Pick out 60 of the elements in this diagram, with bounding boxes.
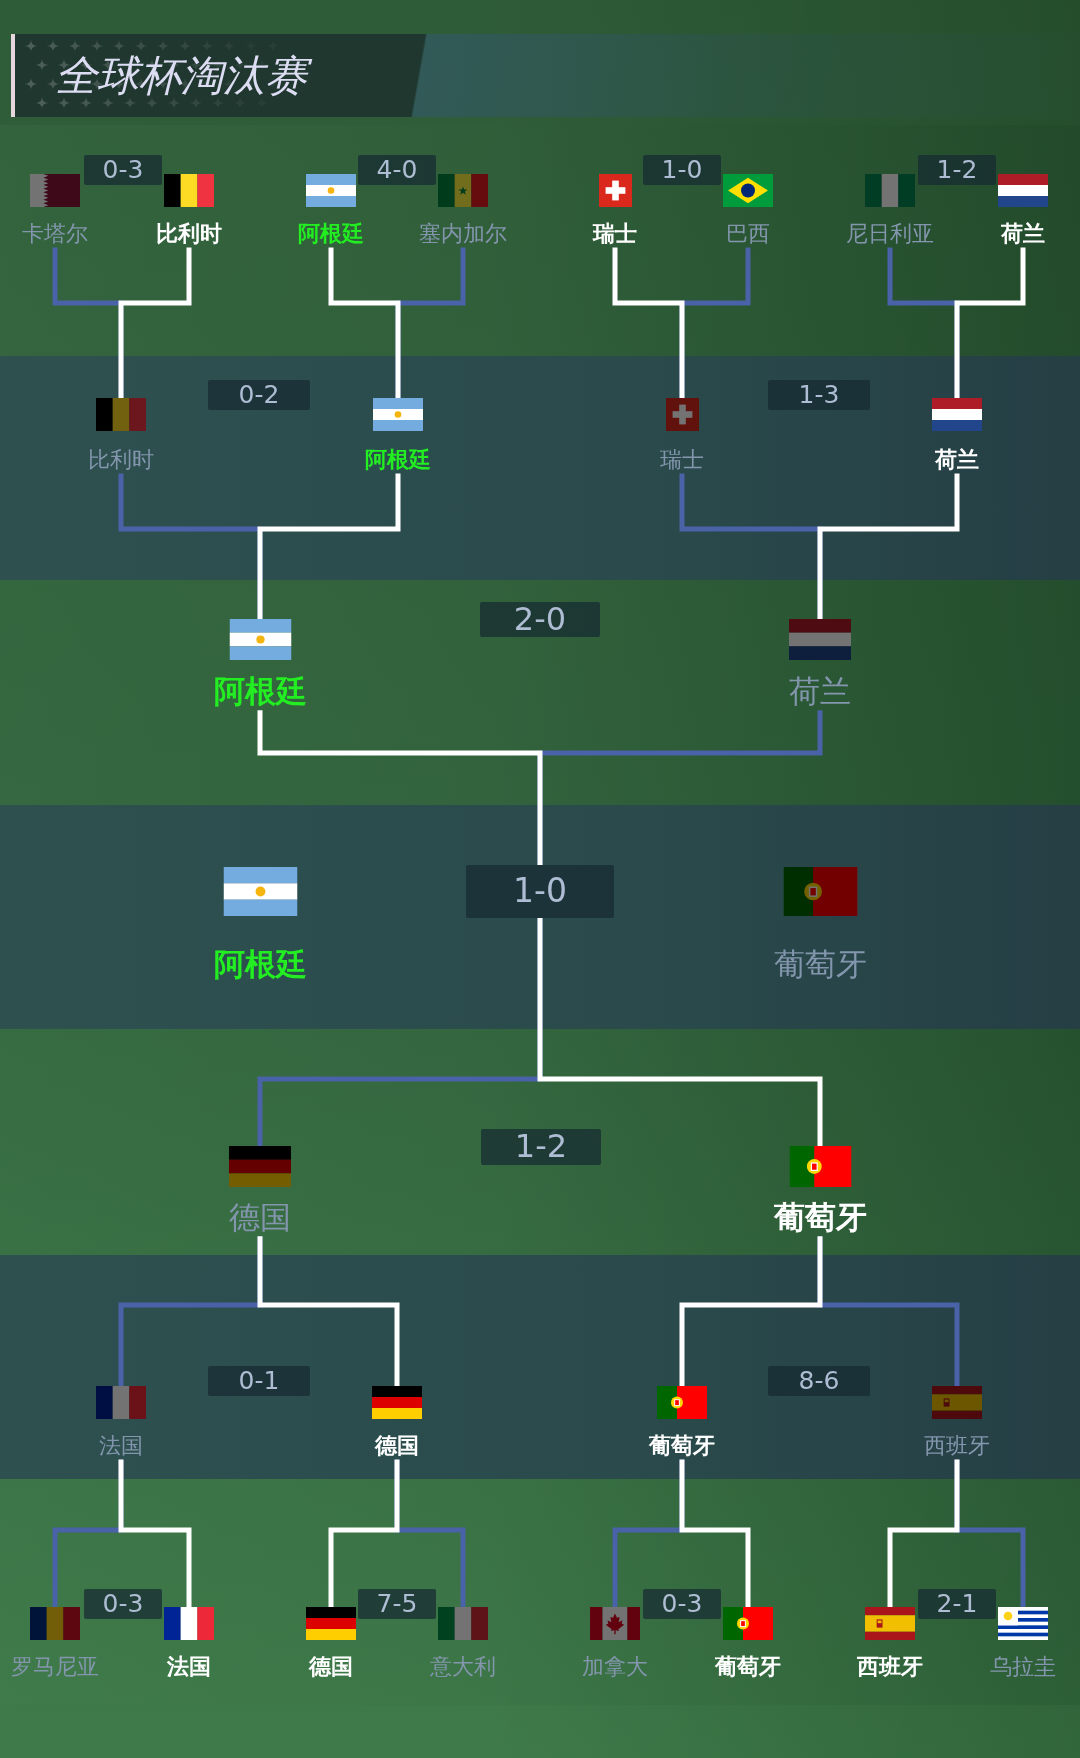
bracket-line xyxy=(817,473,960,619)
score-badge: 4-0 xyxy=(358,155,436,185)
team-name: 德国 xyxy=(375,1433,419,1460)
team-name: 葡萄牙 xyxy=(773,1199,867,1237)
team-name: 德国 xyxy=(309,1654,353,1681)
team-name: 罗马尼亚 xyxy=(11,1654,99,1681)
score-badge: 0-2 xyxy=(208,380,310,410)
score-badge: 0-3 xyxy=(84,1589,162,1619)
team-name: 法国 xyxy=(167,1654,211,1681)
title-text: 全球杯淘汰赛 xyxy=(49,47,319,104)
score-badge: 1-3 xyxy=(768,380,870,410)
team-name: 德国 xyxy=(229,1199,291,1237)
team-name: 法国 xyxy=(99,1433,143,1460)
bracket-line xyxy=(679,1459,751,1607)
team-name: 卡塔尔 xyxy=(22,221,88,248)
team-name: 荷兰 xyxy=(1001,221,1045,248)
bracket-line xyxy=(954,247,1026,398)
team-name: 塞内加尔 xyxy=(419,221,507,248)
team-name: 加拿大 xyxy=(582,1654,648,1681)
score-badge: 1-2 xyxy=(918,155,996,185)
team-name: 意大利 xyxy=(430,1654,496,1681)
bracket-line xyxy=(257,1236,400,1386)
team-name: 瑞士 xyxy=(593,221,637,248)
score-badge: 1-0 xyxy=(643,155,721,185)
team-name: 瑞士 xyxy=(660,447,704,474)
bracket-line xyxy=(537,918,823,1146)
score-badge: 0-3 xyxy=(84,155,162,185)
team-name: 葡萄牙 xyxy=(715,1654,781,1681)
score-badge: 7-5 xyxy=(358,1589,436,1619)
score-badge: 2-0 xyxy=(480,602,600,638)
team-name: 阿根廷 xyxy=(298,221,364,248)
team-name: 葡萄牙 xyxy=(649,1433,715,1460)
bracket-line xyxy=(328,247,401,398)
team-name: 西班牙 xyxy=(924,1433,990,1460)
bracket-line xyxy=(328,1459,400,1607)
team-name: 尼日利亚 xyxy=(846,221,934,248)
team-name: 西班牙 xyxy=(857,1654,923,1681)
score-badge: 2-1 xyxy=(918,1589,996,1619)
team-name: 阿根廷 xyxy=(213,946,307,984)
score-badge: 1-2 xyxy=(481,1129,601,1165)
bracket-line xyxy=(257,710,543,865)
team-name: 乌拉圭 xyxy=(990,1654,1056,1681)
bracket-line xyxy=(257,473,401,619)
score-badge: 0-1 xyxy=(208,1366,310,1396)
bracket-line xyxy=(118,1459,192,1607)
bracket-line xyxy=(887,1459,960,1607)
team-name: 巴西 xyxy=(726,221,770,248)
score-badge: 1-0 xyxy=(466,865,614,918)
team-name: 葡萄牙 xyxy=(773,946,867,984)
team-name: 荷兰 xyxy=(789,673,851,711)
team-name: 阿根廷 xyxy=(213,673,307,711)
team-name: 阿根廷 xyxy=(365,447,431,474)
bracket-line xyxy=(118,247,192,398)
team-name: 比利时 xyxy=(156,221,222,248)
score-badge: 0-3 xyxy=(643,1589,721,1619)
team-name: 比利时 xyxy=(88,447,154,474)
bracket-line xyxy=(679,1236,823,1386)
team-name: 荷兰 xyxy=(935,447,979,474)
score-badge: 8-6 xyxy=(768,1366,870,1396)
bracket-line xyxy=(612,247,685,398)
